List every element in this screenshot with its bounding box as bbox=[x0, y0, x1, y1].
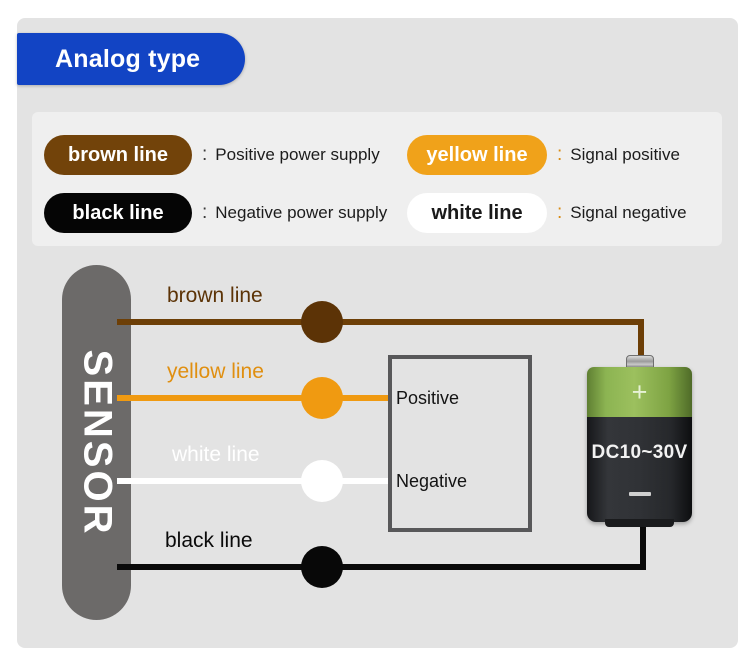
analog-type-badge: Analog type bbox=[17, 33, 245, 85]
legend-pill-brown: brown line bbox=[44, 135, 192, 175]
wiring-diagram-area: SENSOR brown line yellow line white line… bbox=[17, 255, 738, 648]
wire-color-legend: brown line : Positive power supply yello… bbox=[32, 112, 722, 246]
battery-base bbox=[605, 519, 674, 527]
black-wire-node bbox=[301, 546, 343, 588]
battery-voltage-label: DC10~30V bbox=[591, 442, 688, 463]
legend-pill-white: white line bbox=[407, 193, 547, 233]
yellow-wire-horizontal bbox=[117, 395, 392, 401]
brown-wire-label: brown line bbox=[167, 284, 263, 307]
brown-wire-node bbox=[301, 301, 343, 343]
battery-minus-icon bbox=[629, 492, 651, 496]
legend-colon: : bbox=[557, 144, 563, 165]
battery-top-section bbox=[587, 367, 692, 417]
legend-item-white-line: white line : Signal negative bbox=[407, 190, 687, 236]
battery-plus-icon: + bbox=[631, 377, 648, 407]
legend-colon: : bbox=[202, 144, 208, 165]
legend-description: Signal negative bbox=[570, 203, 687, 222]
terminal-negative-label: Negative bbox=[396, 471, 468, 491]
dc-power-battery: + DC10~30V bbox=[587, 355, 692, 530]
legend-item-black-line: black line : Negative power supply bbox=[44, 190, 387, 236]
legend-row: brown line : Positive power supply yello… bbox=[32, 132, 722, 178]
legend-description: Signal positive bbox=[570, 145, 680, 164]
legend-colon: : bbox=[557, 202, 563, 223]
badge-title: Analog type bbox=[55, 45, 201, 73]
legend-description: Positive power supply bbox=[215, 145, 380, 164]
sensor-label: SENSOR bbox=[75, 349, 119, 536]
battery-bottom-section bbox=[587, 417, 692, 522]
white-wire-horizontal bbox=[117, 478, 392, 484]
terminal-positive-label: Positive bbox=[396, 388, 460, 408]
legend-description: Negative power supply bbox=[215, 203, 388, 222]
legend-item-yellow-line: yellow line : Signal positive bbox=[407, 132, 680, 178]
legend-colon: : bbox=[202, 202, 208, 223]
brown-wire-horizontal bbox=[117, 319, 644, 325]
battery-body: + DC10~30V bbox=[587, 367, 692, 522]
yellow-wire-node bbox=[301, 377, 343, 419]
legend-pill-black: black line bbox=[44, 193, 192, 233]
black-wire-vertical bbox=[640, 527, 646, 567]
white-wire-label: white line bbox=[172, 443, 260, 466]
yellow-wire-label: yellow line bbox=[167, 360, 264, 383]
legend-item-brown-line: brown line : Positive power supply bbox=[44, 132, 380, 178]
legend-row: black line : Negative power supply white… bbox=[32, 190, 722, 236]
black-wire-label: black line bbox=[165, 529, 253, 552]
brown-wire-vertical bbox=[638, 319, 644, 361]
black-wire-horizontal bbox=[117, 564, 646, 570]
white-wire-node bbox=[301, 460, 343, 502]
terminal-box bbox=[388, 355, 532, 532]
legend-pill-yellow: yellow line bbox=[407, 135, 547, 175]
